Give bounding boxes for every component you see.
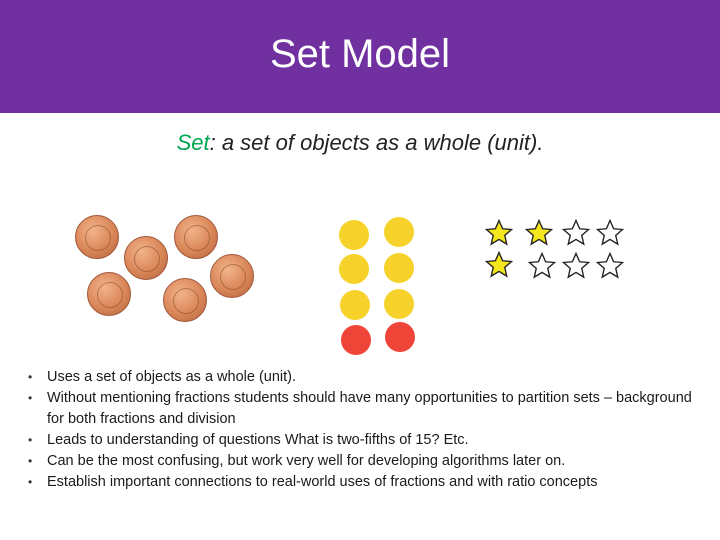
- stars-image: [484, 215, 629, 280]
- penny-coin-icon: [124, 236, 168, 280]
- slide-title: Set Model: [269, 32, 451, 76]
- yellow-counter-icon: [384, 253, 414, 283]
- star-outline-icon: [527, 251, 557, 279]
- yellow-counter-icon: [340, 290, 370, 320]
- star-filled-icon: [484, 218, 514, 246]
- bullet-item: Leads to understanding of questions What…: [28, 430, 708, 451]
- red-counter-icon: [385, 322, 415, 352]
- title-bar: Set Model: [0, 0, 720, 113]
- bullet-item: Establish important connections to real-…: [28, 472, 708, 493]
- penny-coin-icon: [174, 215, 218, 259]
- star-filled-icon: [484, 250, 514, 278]
- penny-coin-icon: [75, 215, 119, 259]
- bullet-item: Can be the most confusing, but work very…: [28, 451, 708, 472]
- star-filled-icon: [524, 218, 554, 246]
- yellow-counter-icon: [339, 220, 369, 250]
- subtitle: Set: a set of objects as a whole (unit).: [0, 130, 720, 156]
- star-outline-icon: [561, 218, 591, 246]
- yellow-counter-icon: [339, 254, 369, 284]
- star-outline-icon: [595, 251, 625, 279]
- bullet-item: Without mentioning fractions students sh…: [28, 388, 708, 429]
- pennies-image: [70, 208, 260, 328]
- counters-image: [336, 215, 422, 355]
- penny-coin-icon: [163, 278, 207, 322]
- bullet-list: Uses a set of objects as a whole (unit).…: [28, 367, 708, 493]
- bullet-item: Uses a set of objects as a whole (unit).: [28, 367, 708, 388]
- star-outline-icon: [595, 218, 625, 246]
- yellow-counter-icon: [384, 289, 414, 319]
- subtitle-keyword: Set: [176, 130, 210, 155]
- star-outline-icon: [561, 251, 591, 279]
- subtitle-text: : a set of objects as a whole (unit).: [209, 130, 544, 155]
- red-counter-icon: [341, 325, 371, 355]
- yellow-counter-icon: [384, 217, 414, 247]
- penny-coin-icon: [87, 272, 131, 316]
- penny-coin-icon: [210, 254, 254, 298]
